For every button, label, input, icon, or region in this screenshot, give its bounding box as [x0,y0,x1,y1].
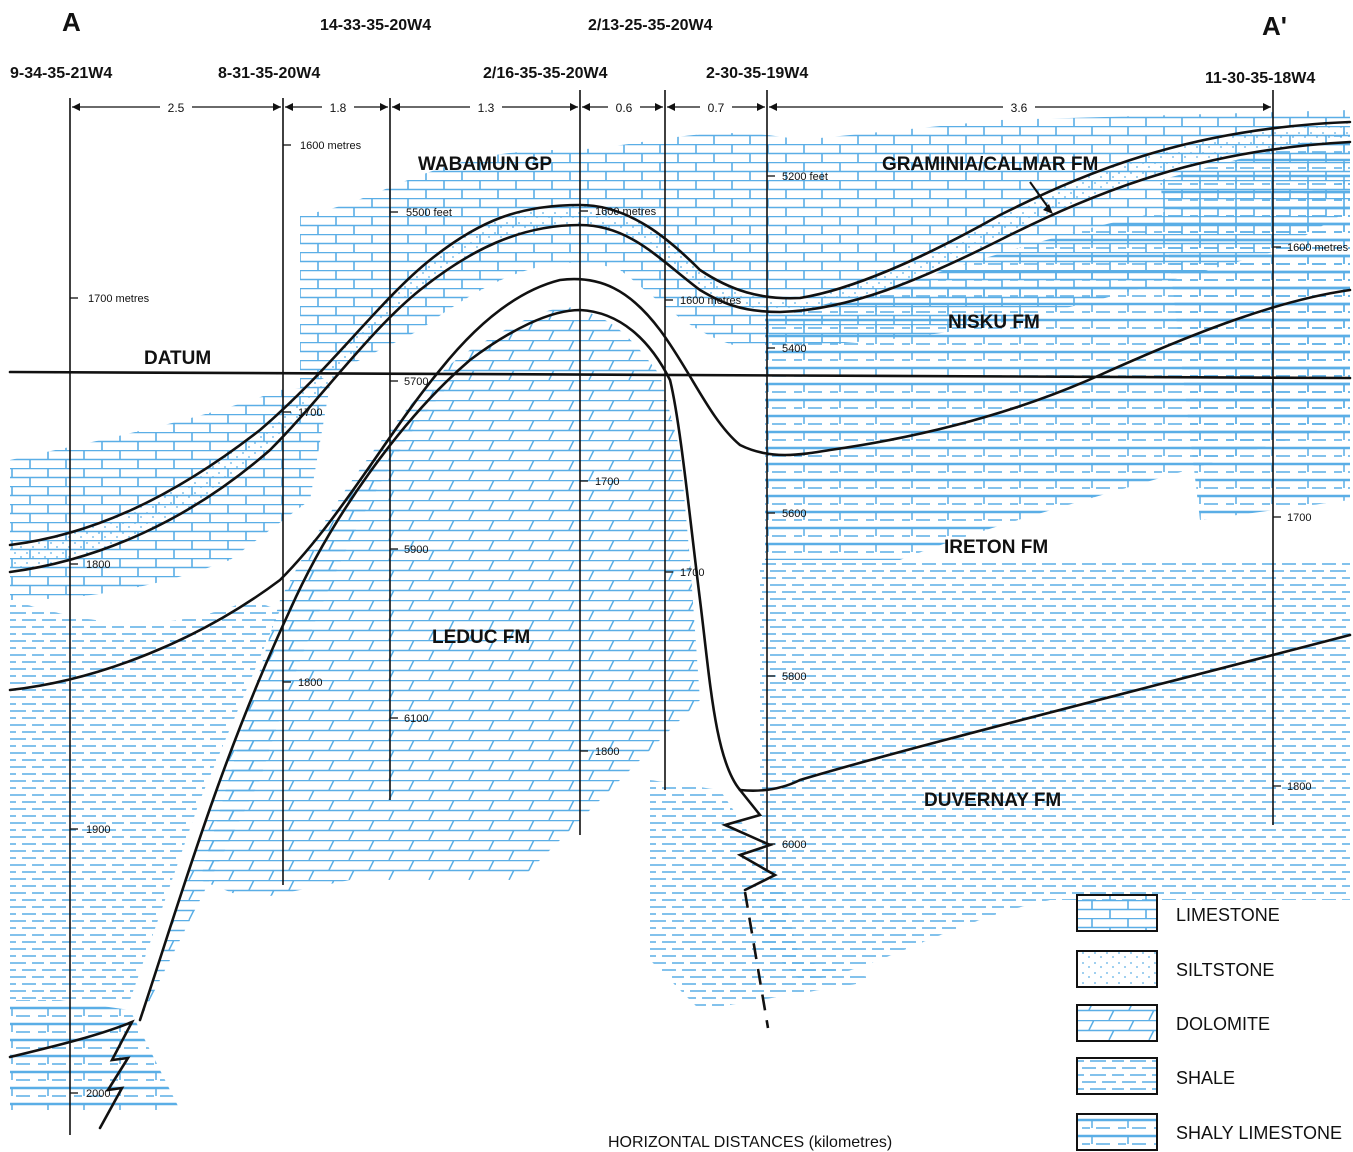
legend: LIMESTONE SILTSTONE DOLOMITE SHALE SHALY… [1076,894,1342,1151]
shale-region-ireton [760,560,1350,980]
depth-label-w6-5: 6000 [782,839,806,851]
distance-label-5: 0.7 [708,101,725,115]
shaly-limestone-east [1160,130,1350,520]
shale-region-left [10,600,280,1000]
well-id-7: 11-30-35-18W4 [1205,70,1315,87]
wabamun-top-line [8,120,1352,547]
legend-swatch-dolomite [1076,1004,1158,1042]
legend-swatch-limestone [1076,894,1158,932]
distance-label-6: 3.6 [1011,101,1028,115]
depth-label-w3-3: 5900 [404,544,428,556]
depth-label-w5-1: 1600 metres [680,295,742,307]
well-id-5: 2/13-25-35-20W4 [588,17,713,34]
distance-label-3: 1.3 [478,101,495,115]
depth-label-w2-3: 1800 [298,677,322,689]
depth-label-w4-2: 1700 [595,476,619,488]
depth-label-w3-2: 5700 [404,376,428,388]
section-end-label: A' [1262,11,1287,41]
siltstone-band [10,122,1350,572]
horizontal-distance-caption: HORIZONTAL DISTANCES (kilometres) [608,1134,892,1151]
depth-label-w4-1: 1600 metres [595,206,657,218]
formation-label-duvernay: DUVERNAY FM [924,790,1061,811]
distance-label-2: 1.8 [330,101,347,115]
well-id-6: 2-30-35-19W4 [706,65,808,82]
dolomite-reef-core [140,360,470,1020]
well-id-4: 2/16-35-35-20W4 [483,65,608,82]
legend-label-dolomite: DOLOMITE [1176,1014,1270,1034]
duvernay-top-line [738,633,1352,792]
formation-label-leduc: LEDUC FM [432,627,530,648]
well-id-2: 8-31-35-20W4 [218,65,320,82]
depth-label-w1-1: 1700 metres [88,293,150,305]
formation-label-graminia: GRAMINIA/CALMAR FM [882,154,1098,175]
depth-label-w6-1: 5200 feet [782,171,828,183]
dolomite-leduc [200,307,700,901]
depth-label-w7-3: 1800 [1287,781,1311,793]
formation-label-nisku: NISKU FM [948,312,1040,333]
legend-swatch-shale [1076,1057,1158,1095]
well-id-3: 14-33-35-20W4 [320,17,431,34]
depth-label-w1-3: 1900 [86,824,110,836]
formation-label-wabamun: WABAMUN GP [418,154,552,175]
depth-label-w1-4: 2000 [86,1088,110,1100]
depth-label-w7-2: 1700 [1287,512,1311,524]
depth-label-w6-3: 5600 [782,508,806,520]
leduc-top-line [138,308,742,1022]
distance-label-4: 0.6 [616,101,633,115]
depth-label-w7-1: 1600 metres [1287,242,1349,254]
legend-label-siltstone: SILTSTONE [1176,960,1274,980]
datum-label: DATUM [144,348,211,369]
distance-label-1: 2.5 [168,101,185,115]
section-start-label: A [62,7,81,37]
duvernay-interfinger-left [8,1019,135,1130]
shaly-limestone-left-lower [10,1000,180,1110]
graminia-base-line [8,140,1352,574]
legend-label-shaly-limestone: SHALY LIMESTONE [1176,1123,1342,1143]
graminia-pointer-arrow [1029,181,1051,211]
depth-label-w2-2: 1700 [298,407,322,419]
depth-label-w6-4: 5800 [782,671,806,683]
nisku-base-line [8,277,1352,692]
duvernay-interfinger-right [721,788,778,892]
datum-line [8,370,1352,380]
formation-label-ireton: IRETON FM [944,537,1048,558]
depth-label-w3-4: 6100 [404,713,428,725]
depth-label-w1-2: 1800 [86,559,110,571]
depth-label-w6-2: 5400 [782,343,806,355]
well-id-1: 9-34-35-21W4 [10,65,112,82]
depth-label-w4-3: 1800 [595,746,619,758]
legend-label-shale: SHALE [1176,1068,1235,1088]
depth-label-w5-2: 1700 [680,567,704,579]
legend-swatch-shaly-limestone [1076,1113,1158,1151]
depth-label-w2-1: 1600 metres [300,140,362,152]
legend-label-limestone: LIMESTONE [1176,905,1280,925]
shale-region-center [650,780,880,1010]
legend-swatch-siltstone [1076,950,1158,988]
depth-label-w3-1: 5500 feet [406,207,452,219]
leduc-inferred-line [743,891,770,1029]
